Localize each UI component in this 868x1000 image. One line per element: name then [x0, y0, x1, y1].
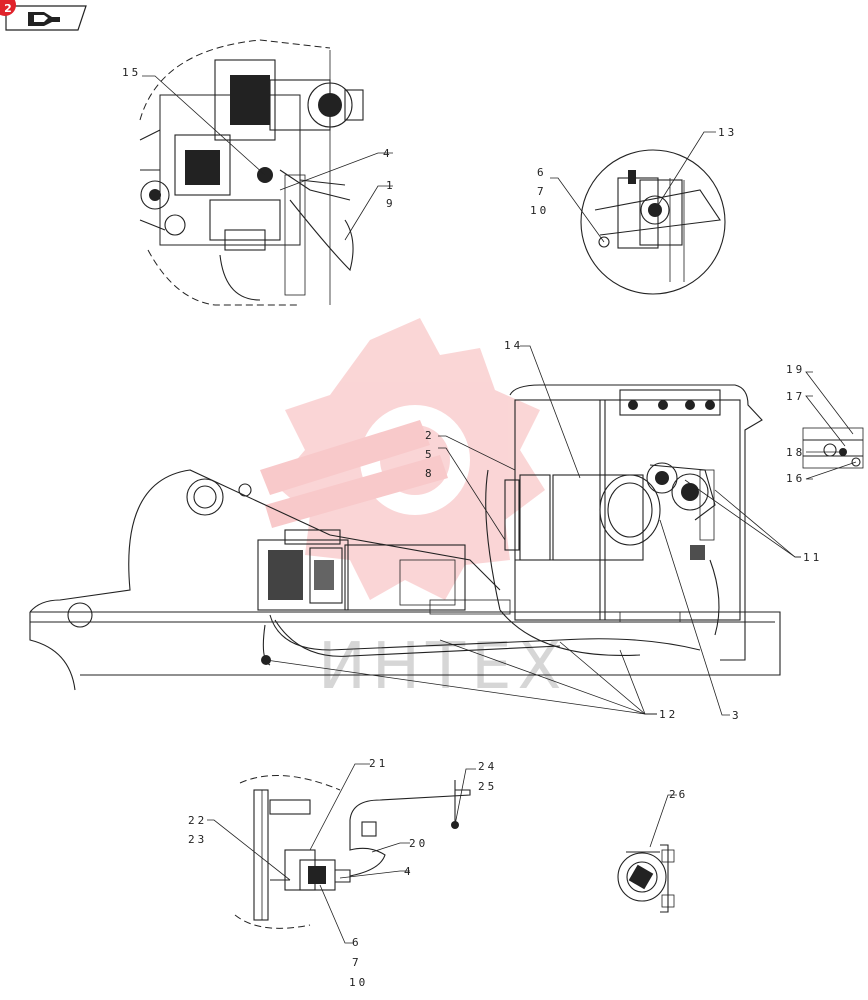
callout-6-pulley: 6: [537, 166, 547, 179]
notification-badge[interactable]: 2: [0, 0, 16, 16]
detail-clamp: [802, 427, 864, 469]
callout-7-filter: 7: [352, 956, 362, 969]
callout-2: 2: [425, 429, 435, 442]
callout-10-pulley: 10: [530, 204, 549, 217]
detail-engine: [139, 39, 364, 306]
callout-7-pulley: 7: [537, 185, 547, 198]
callout-8: 8: [425, 467, 435, 480]
callout-5: 5: [425, 448, 435, 461]
hand-point-icon[interactable]: [28, 12, 60, 26]
callout-15: 15: [122, 66, 141, 79]
watermark-text: ИНТЕХ: [318, 630, 567, 704]
callout-16: 16: [786, 472, 805, 485]
callout-4-engine: 4: [383, 147, 393, 160]
callout-3: 3: [732, 709, 742, 722]
detail-filter: [234, 775, 471, 929]
callout-1: 1: [386, 179, 396, 192]
callout-11: 11: [803, 551, 822, 564]
detail-pulley: [580, 149, 726, 295]
callout-24: 24: [478, 760, 497, 773]
detail-horn: [617, 844, 675, 913]
callout-9: 9: [386, 197, 396, 210]
callout-12: 12: [659, 708, 678, 721]
callout-21: 21: [369, 757, 388, 770]
callout-6-filter: 6: [352, 936, 362, 949]
callout-19: 19: [786, 363, 805, 376]
main-assembly: [29, 384, 781, 691]
callout-22: 22: [188, 814, 207, 827]
callout-18: 18: [786, 446, 805, 459]
callout-10-filter: 10: [349, 976, 368, 989]
callout-labels: 15 4 1 9 13 6 7 10 14 2 5 8 19 17 18 16 …: [122, 66, 822, 989]
callout-17: 17: [786, 390, 805, 403]
callout-4-filter: 4: [404, 865, 414, 878]
callout-14: 14: [504, 339, 523, 352]
callout-13: 13: [718, 126, 737, 139]
callout-26: 26: [669, 788, 688, 801]
badge-count: 2: [4, 1, 12, 15]
callout-25: 25: [478, 780, 497, 793]
callout-20: 20: [409, 837, 428, 850]
watermark-logo: [260, 318, 545, 600]
leader-lines: [142, 75, 857, 944]
callout-23: 23: [188, 833, 207, 846]
toolbar-frame: [5, 5, 87, 31]
toolbar: 2: [0, 0, 92, 34]
